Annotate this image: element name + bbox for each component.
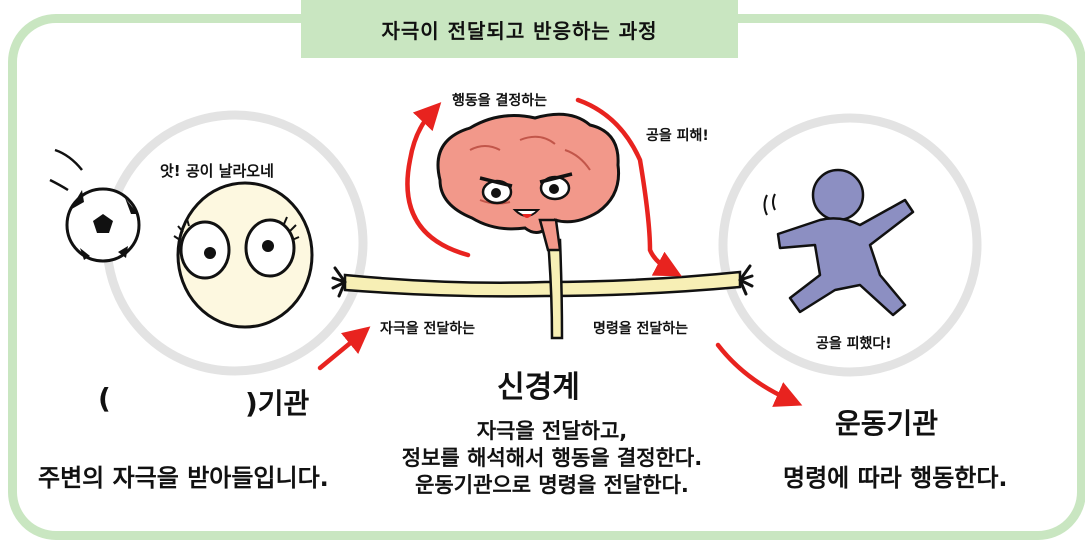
brain-icon bbox=[436, 112, 621, 252]
sensory-label-open: ( bbox=[98, 382, 111, 415]
motor-speech: 공을 피했다! bbox=[816, 336, 892, 352]
nervous-line-1: 자극을 전달하고, bbox=[476, 419, 628, 443]
dodge-label: 공을 피해! bbox=[646, 128, 709, 144]
flow-arrows bbox=[317, 97, 803, 407]
eye-face-icon bbox=[173, 181, 314, 329]
sensory-description: 주변의 자극을 받아들입니다. bbox=[38, 464, 329, 492]
diagram-title: 자극이 전달되고 반응하는 과정 bbox=[381, 18, 658, 43]
command-label: 명령을 전달하는 bbox=[593, 321, 689, 337]
command-arrow bbox=[715, 342, 803, 407]
nervous-line-2: 정보를 해석해서 행동을 결정한다. bbox=[401, 446, 703, 470]
nervous-system-description: 자극을 전달하고, 정보를 해석해서 행동을 결정한다. 운동기관으로 명령을 … bbox=[372, 418, 732, 499]
decide-arrow-up bbox=[405, 102, 471, 258]
sensory-speech: 앗! 공이 날라오네 bbox=[160, 162, 274, 180]
motor-organ-name: 운동기관 bbox=[835, 407, 939, 440]
nervous-line-3: 운동기관으로 명령을 전달한다. bbox=[415, 473, 689, 497]
running-person-icon bbox=[763, 168, 915, 317]
sensory-label-close: )기관 bbox=[245, 387, 310, 420]
motor-description: 명령에 따라 행동한다. bbox=[783, 464, 1008, 492]
nervous-system-name: 신경계 bbox=[497, 370, 580, 405]
nerve-arms bbox=[331, 238, 754, 340]
soccer-ball-icon bbox=[49, 148, 141, 263]
stimulus-arrow bbox=[317, 326, 371, 371]
motor-circle bbox=[718, 113, 982, 377]
decide-label: 행동을 결정하는 bbox=[452, 93, 548, 109]
decide-arrow-over bbox=[575, 97, 682, 277]
stimulus-label: 자극을 전달하는 bbox=[380, 321, 476, 337]
title-banner: 자극이 전달되고 반응하는 과정 bbox=[301, 0, 738, 58]
